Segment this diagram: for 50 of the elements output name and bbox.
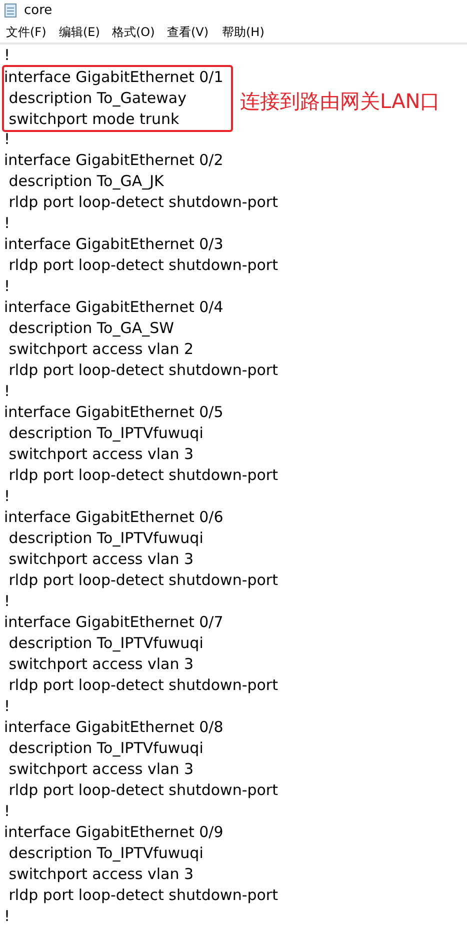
config-line: switchport access vlan 2 <box>8 339 194 360</box>
config-line: ! <box>4 906 10 927</box>
config-line: switchport access vlan 3 <box>8 444 194 465</box>
config-line: rldp port loop-detect shutdown-port <box>8 570 278 591</box>
config-line: description To_GA_SW <box>8 318 174 339</box>
config-line: description To_Gateway <box>8 88 188 109</box>
config-line: interface GigabitEthernet 0/9 <box>4 822 224 843</box>
highlight-box <box>2 65 234 132</box>
window-title: core <box>24 3 52 19</box>
config-line: description To_IPTVfuwuqi <box>8 738 204 759</box>
config-line: switchport access vlan 3 <box>8 549 194 570</box>
config-line: interface GigabitEthernet 0/6 <box>4 507 224 528</box>
config-line: ! <box>4 381 10 402</box>
config-line: switchport access vlan 3 <box>8 759 194 780</box>
annotation-text: 连接到路由网关LAN口 <box>240 88 440 115</box>
config-line: description To_IPTVfuwuqi <box>8 633 204 654</box>
config-line: interface GigabitEthernet 0/4 <box>4 297 224 318</box>
config-line: ! <box>4 45 10 66</box>
config-line: interface GigabitEthernet 0/1 <box>4 67 224 88</box>
config-line: description To_IPTVfuwuqi <box>8 528 204 549</box>
config-line: switchport access vlan 3 <box>8 864 194 885</box>
config-line: switchport access vlan 3 <box>8 654 194 675</box>
config-line: interface GigabitEthernet 0/2 <box>4 150 224 171</box>
config-line: ! <box>4 129 10 150</box>
config-line: rldp port loop-detect shutdown-port <box>8 255 278 276</box>
config-line: ! <box>4 486 10 507</box>
config-line: rldp port loop-detect shutdown-port <box>8 885 278 906</box>
config-line: ! <box>4 591 10 612</box>
menu-item: 帮助(H) <box>222 24 264 40</box>
config-line: rldp port loop-detect shutdown-port <box>8 192 278 213</box>
menu-item: 编辑(E) <box>59 24 100 40</box>
config-line: rldp port loop-detect shutdown-port <box>8 780 278 801</box>
config-line: description To_IPTVfuwuqi <box>8 843 204 864</box>
config-line: ! <box>4 801 10 822</box>
config-line: ! <box>4 276 10 297</box>
config-line: description To_GA_JK <box>8 171 164 192</box>
menu-item: 格式(O) <box>112 24 155 40</box>
config-line: ! <box>4 213 10 234</box>
config-line: interface GigabitEthernet 0/3 <box>4 234 224 255</box>
config-line: interface GigabitEthernet 0/8 <box>4 717 224 738</box>
config-line: rldp port loop-detect shutdown-port <box>8 360 278 381</box>
config-line: interface GigabitEthernet 0/5 <box>4 402 224 423</box>
config-line: ! <box>4 696 10 717</box>
menu-item: 查看(V) <box>167 24 209 40</box>
config-line: rldp port loop-detect shutdown-port <box>8 675 278 696</box>
menu-item: 文件(F) <box>6 24 46 40</box>
config-line: switchport mode trunk <box>8 109 180 130</box>
config-line: interface GigabitEthernet 0/7 <box>4 612 224 633</box>
config-line: description To_IPTVfuwuqi <box>8 423 204 444</box>
config-line: rldp port loop-detect shutdown-port <box>8 465 278 486</box>
